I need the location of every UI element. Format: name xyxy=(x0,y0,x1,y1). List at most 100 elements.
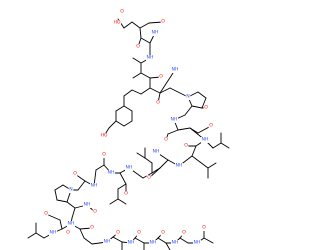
bond-20 xyxy=(131,89,142,95)
bond-26 xyxy=(123,120,133,127)
bond-86 xyxy=(77,180,86,191)
atom-label-o4: O xyxy=(159,74,163,80)
bond-93 xyxy=(66,201,76,209)
atom-label-n13: N xyxy=(69,187,72,193)
bond-121 xyxy=(157,237,167,244)
atom-label-o8: O xyxy=(184,143,188,149)
atom-label-n20: NH xyxy=(194,240,201,246)
atom-label-background xyxy=(208,123,214,129)
bond-35 xyxy=(197,91,207,99)
atom-label-background xyxy=(155,100,161,106)
atom-label-n19: NH xyxy=(172,240,179,246)
atom-label-n15: NH xyxy=(68,221,75,227)
atom-label-n8: NH xyxy=(153,149,160,155)
atom-label-o15: O xyxy=(66,230,70,236)
atom-label-background xyxy=(100,133,108,139)
bond-55 xyxy=(191,145,197,157)
atom-label-background xyxy=(146,55,154,61)
atom-label-n14: NH xyxy=(50,230,57,236)
bond-108 xyxy=(79,228,85,239)
atom-label-background xyxy=(113,20,121,26)
atom-label-background xyxy=(135,44,141,50)
atom-label-background xyxy=(127,240,135,246)
bond-90 xyxy=(54,189,58,201)
atom-label-n11: NH xyxy=(91,183,98,189)
atom-label-oh2: HO xyxy=(100,133,107,139)
atom-label-background xyxy=(115,230,121,236)
atom-label-background xyxy=(193,240,201,246)
atom-label-n9: NH xyxy=(126,165,133,171)
atom-label-o11: O xyxy=(124,191,128,197)
atom-label-background xyxy=(103,239,111,245)
bond-32 xyxy=(159,87,171,94)
atom-label-background xyxy=(149,240,157,246)
atom-label-background xyxy=(170,117,178,123)
bond-113 xyxy=(112,236,123,243)
bond-89 xyxy=(54,184,64,191)
bond-network xyxy=(27,18,230,250)
bond-28 xyxy=(123,105,133,112)
bond-74 xyxy=(119,172,127,185)
atom-label-n17: NH xyxy=(128,240,135,246)
bond-76 xyxy=(117,183,127,190)
bond-36 xyxy=(201,97,207,109)
atom-label-background xyxy=(65,230,71,236)
bond-57 xyxy=(191,155,201,163)
bond-100 xyxy=(59,219,63,230)
atom-label-background xyxy=(183,143,189,149)
bond-78 xyxy=(109,198,119,205)
atom-label-background xyxy=(92,209,98,215)
atom-label-background xyxy=(49,230,57,236)
bond-51 xyxy=(220,142,230,149)
atom-label-background xyxy=(181,230,187,236)
atom-label-o19: O xyxy=(137,230,141,236)
atom-label-o10: O xyxy=(147,175,151,181)
atom-label-o17: O xyxy=(90,225,94,231)
bond-1 xyxy=(123,21,133,29)
bond-23 xyxy=(115,105,125,112)
bond-3 xyxy=(139,22,150,29)
atom-label-background xyxy=(123,191,129,197)
bond-67 xyxy=(144,157,153,164)
bond-5 xyxy=(139,27,142,39)
atom-label-n12: NH xyxy=(84,202,91,208)
atom-label-background xyxy=(90,183,98,189)
atom-label-background xyxy=(43,211,49,217)
bond-65 xyxy=(151,167,161,174)
atom-label-background xyxy=(107,170,115,176)
atom-label-background xyxy=(125,165,133,171)
atom-label-n18: NH xyxy=(150,240,157,246)
bond-29 xyxy=(108,120,117,129)
bond-91 xyxy=(56,199,68,203)
atom-label-o22: O xyxy=(202,225,206,231)
bond-82 xyxy=(95,164,105,171)
atom-label-background xyxy=(67,221,75,227)
atom-label-background xyxy=(175,163,183,169)
atom-label-n2: NH xyxy=(147,55,154,61)
bond-58 xyxy=(199,161,209,169)
atom-label-o1: O xyxy=(120,9,124,15)
atom-label-background xyxy=(185,94,191,100)
bond-25 xyxy=(115,120,125,127)
atom-label-o12: O xyxy=(102,152,106,158)
bond-6 xyxy=(140,37,151,44)
bond-21 xyxy=(123,89,133,97)
atom-label-background xyxy=(68,187,74,193)
atom-label-o5: O xyxy=(156,100,160,106)
atom-label-background xyxy=(101,152,107,158)
atom-label-background xyxy=(160,230,166,236)
atom-label-n1: NH xyxy=(152,30,159,36)
atom-label-background xyxy=(203,105,209,111)
bond-69 xyxy=(136,152,146,159)
atom-label-o14: O xyxy=(93,209,97,215)
bond-33 xyxy=(169,87,189,98)
bond-17 xyxy=(149,87,161,94)
atom-label-o7: O xyxy=(209,123,213,129)
bond-63 xyxy=(159,159,169,169)
atom-label-n16: NH xyxy=(104,239,111,245)
atom-label-background xyxy=(171,67,179,73)
atom-label-n7: NH xyxy=(176,163,183,169)
atom-label-o9: O xyxy=(164,137,168,143)
atom-label-o2: O xyxy=(161,19,165,25)
atom-label-o21: O xyxy=(182,230,186,236)
